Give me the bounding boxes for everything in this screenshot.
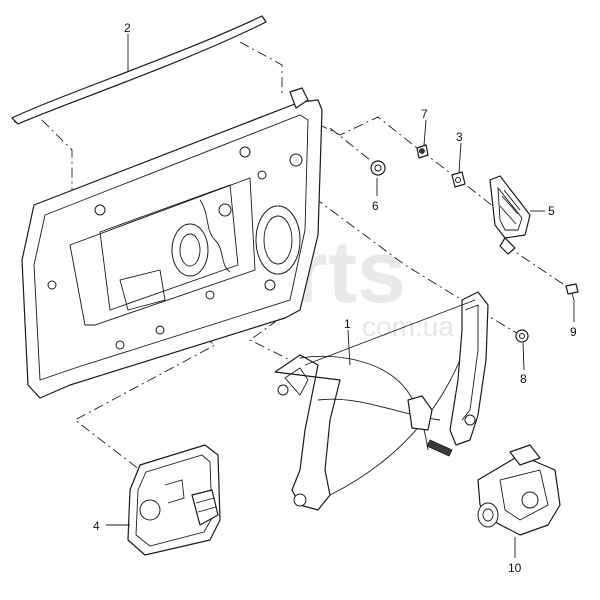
fastener-8 [515, 329, 529, 343]
callout-8: 8 [520, 372, 527, 386]
mirror-triangle-cover [489, 175, 531, 255]
callout-6: 6 [372, 199, 379, 213]
callout-2: 2 [124, 21, 131, 35]
fastener-6 [370, 160, 386, 176]
assembly-line-seal-right [239, 41, 283, 96]
assembly-line-6 [329, 127, 371, 161]
callout-5: 5 [548, 204, 555, 218]
callout-numbers: 2 1 7 3 5 6 9 8 4 10 [93, 21, 577, 575]
window-seal-strip [11, 15, 267, 125]
window-motor [477, 444, 561, 536]
callout-leaders [106, 34, 575, 558]
watermark-domain: com.ua [362, 311, 454, 342]
cover-plate [127, 444, 221, 556]
callout-4: 4 [93, 519, 100, 533]
window-regulator [274, 291, 489, 511]
fastener-9 [565, 283, 579, 301]
callout-9: 9 [570, 325, 577, 339]
leader-8 [522, 342, 525, 371]
leader-7 [423, 119, 427, 146]
leader-3 [458, 142, 462, 173]
fastener-7 [416, 144, 429, 159]
callout-1: 1 [344, 317, 351, 331]
callout-7: 7 [421, 107, 428, 121]
assembly-line-seal-left [41, 119, 73, 195]
door-inner-panel [21, 87, 323, 399]
assembly-line-1 [129, 209, 301, 366]
assembly-line-9 [504, 244, 573, 291]
callout-3: 3 [456, 130, 463, 144]
callout-10: 10 [508, 561, 522, 575]
leader-1 [347, 329, 351, 366]
fastener-3 [451, 171, 466, 188]
